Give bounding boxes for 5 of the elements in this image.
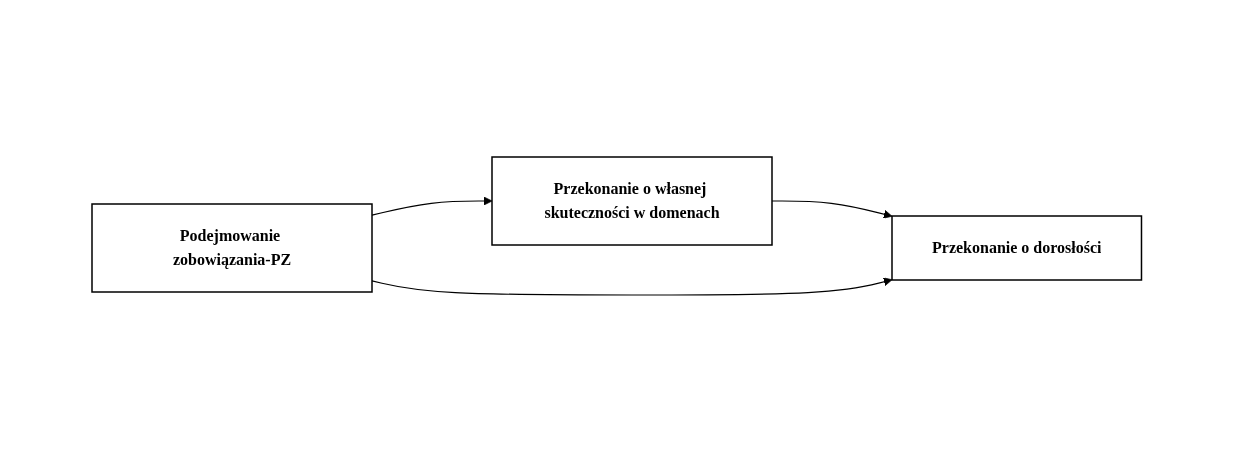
node-box: Podejmowanie zobowiązania-PZ — [91, 202, 373, 293]
arrow — [371, 276, 893, 296]
node-box: Przekonanie o własnej skuteczności w domenach — [491, 155, 773, 246]
node-box: Przekonanie o dorosłości — [891, 214, 1142, 281]
arrow — [771, 199, 893, 219]
